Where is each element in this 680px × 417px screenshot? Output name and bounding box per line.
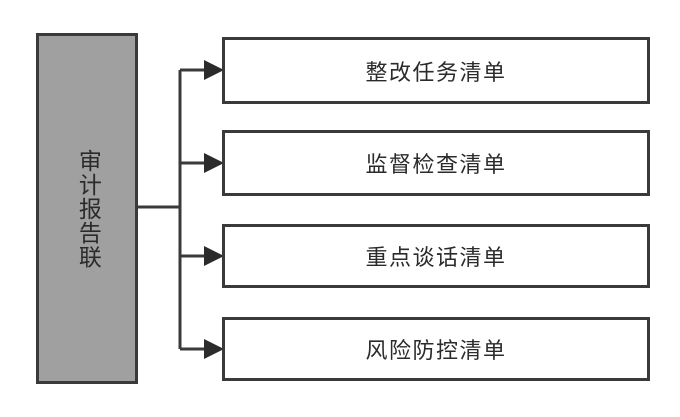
list-node-label: 风险防控清单: [365, 339, 507, 364]
list-node-key-conversations[interactable]: 重点谈话清单: [222, 224, 650, 288]
list-node-label: 重点谈话清单: [365, 246, 507, 271]
arrowhead-icon-4: [204, 339, 224, 359]
list-node-label: 整改任务清单: [365, 60, 507, 86]
arrowhead-icon-1: [204, 60, 224, 80]
arrowhead-icon-3: [204, 246, 224, 266]
list-node-risk-prevention[interactable]: 风险防控清单: [222, 317, 650, 381]
list-node-rectification-tasks[interactable]: 整改任务清单: [222, 37, 650, 104]
source-node-audit-report[interactable]: 审计报告联: [36, 33, 138, 384]
list-node-label: 监督检查清单: [365, 153, 507, 178]
list-node-supervision-inspection[interactable]: 监督检查清单: [222, 130, 650, 196]
arrowhead-icon-2: [204, 153, 224, 173]
source-node-label: 审计报告联: [74, 148, 101, 269]
